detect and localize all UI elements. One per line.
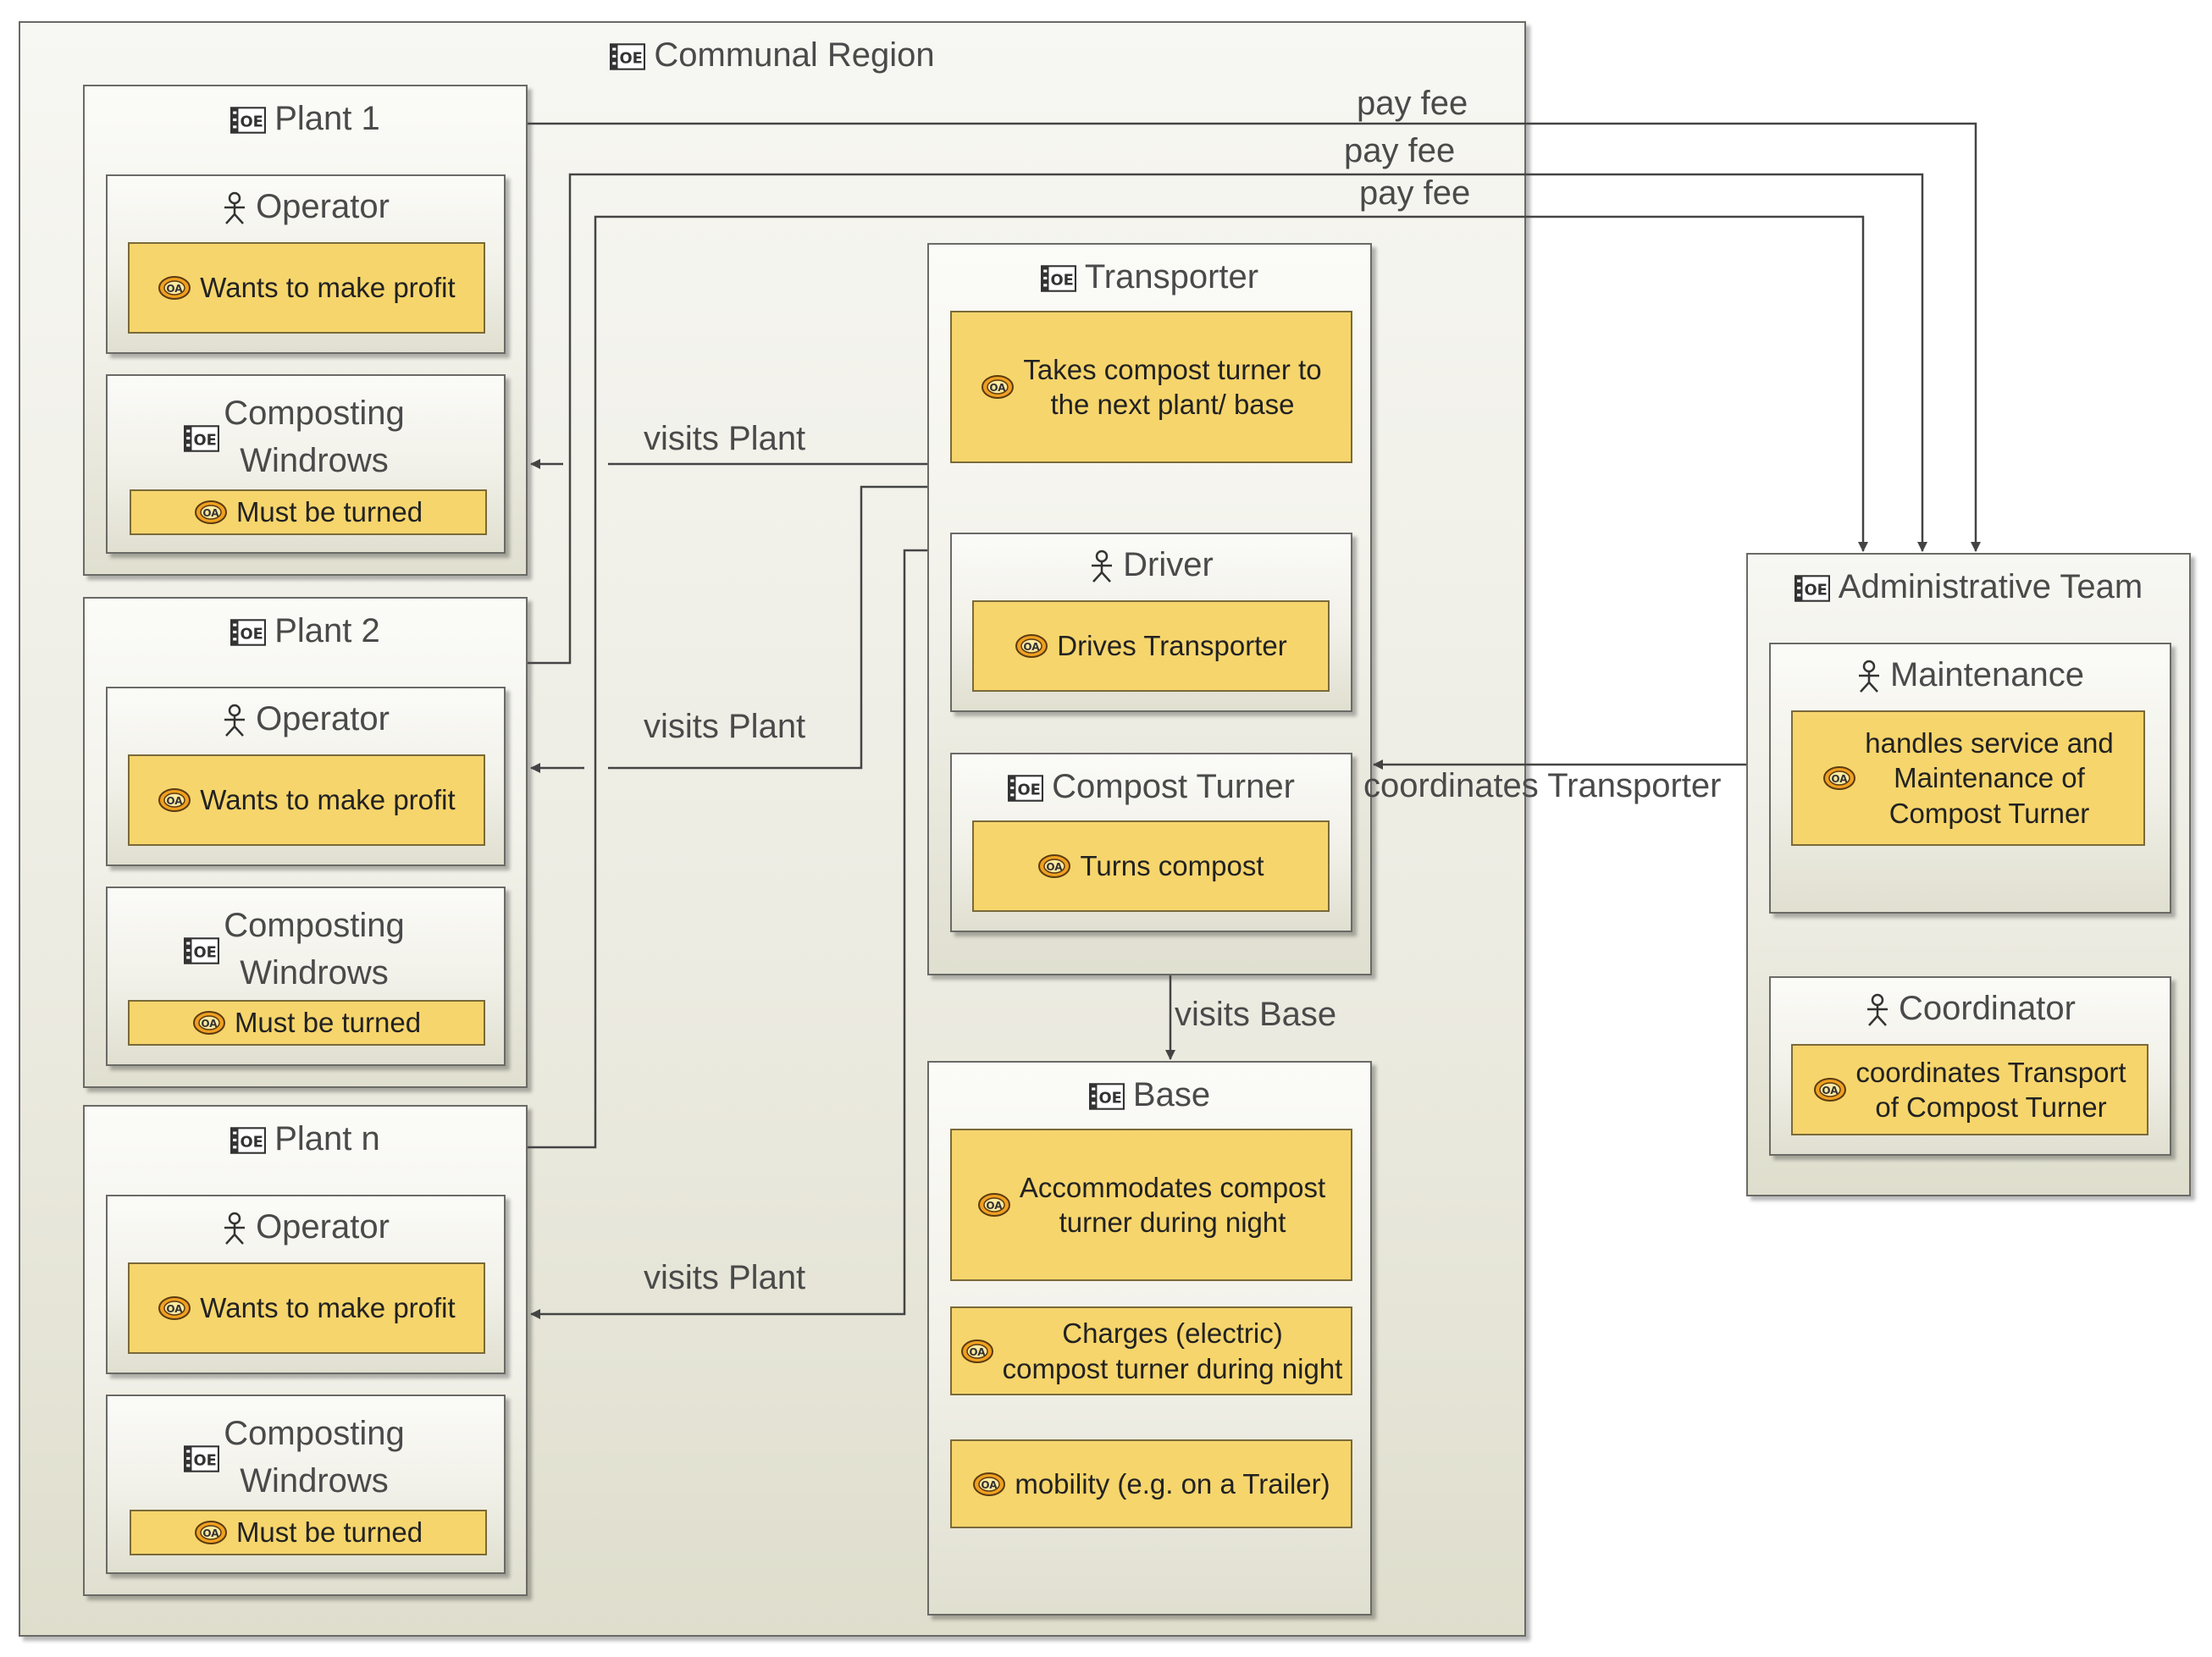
- base[interactable]: Base Accommodates compost turner during …: [927, 1061, 1372, 1616]
- transporter-title: Transporter: [1084, 258, 1259, 295]
- plant-1[interactable]: Plant 1 Operator Wants to make profit Co…: [83, 85, 528, 576]
- base-goal-text: mobility (e.g. on a Trailer): [1015, 1467, 1330, 1500]
- operator-title: Operator: [256, 188, 390, 225]
- operator-title: Operator: [256, 700, 390, 737]
- coordinator[interactable]: Coordinator coordinates Transport of Com…: [1769, 976, 2171, 1156]
- compost-turner-goal[interactable]: Turns compost: [972, 820, 1330, 912]
- windrows-goal[interactable]: Must be turned: [130, 489, 487, 535]
- transporter-goal[interactable]: Takes compost turner to the next plant/ …: [950, 311, 1352, 463]
- maintenance-goal-text: handles service and Maintenance of Compo…: [1865, 727, 2114, 829]
- windrows-title: Composting Windrows: [224, 395, 405, 479]
- transporter-header: Transporter: [929, 258, 1370, 296]
- base-header: Base: [929, 1076, 1370, 1114]
- plant-1-operator[interactable]: Operator Wants to make profit: [106, 174, 506, 354]
- pay-fee-label-1: pay fee: [1357, 85, 1468, 122]
- compost-turner-goal-text: Turns compost: [1080, 850, 1264, 882]
- plant-n[interactable]: Plant n Operator Wants to make profit Co…: [83, 1105, 528, 1596]
- driver[interactable]: Driver Drives Transporter: [950, 533, 1352, 712]
- plant-n-windrows[interactable]: Composting Windrows Must be turned: [106, 1395, 506, 1574]
- driver-title: Driver: [1123, 546, 1214, 583]
- transporter[interactable]: Transporter Takes compost turner to the …: [927, 243, 1372, 975]
- pay-fee-label-2: pay fee: [1344, 132, 1456, 169]
- visits-plant-label-1: visits Plant: [644, 420, 806, 457]
- plant-2-operator[interactable]: Operator Wants to make profit: [106, 687, 506, 866]
- windrows-title: Composting Windrows: [224, 907, 405, 991]
- plant-1-windrows[interactable]: Composting Windrows Must be turned: [106, 374, 506, 554]
- communal-region-title: Communal Region: [654, 36, 935, 74]
- plant-title: Plant 1: [274, 100, 380, 137]
- base-goal-1[interactable]: Accommodates compost turner during night: [950, 1129, 1352, 1281]
- plant-2-windrows[interactable]: Composting Windrows Must be turned: [106, 886, 506, 1066]
- plant-1-header: Plant 1: [85, 100, 526, 138]
- plant-title: Plant n: [274, 1120, 380, 1157]
- plant-n-operator[interactable]: Operator Wants to make profit: [106, 1195, 506, 1374]
- pay-fee-edge-3[interactable]: [528, 215, 1868, 1149]
- windrows-header: Composting Windrows: [175, 1410, 453, 1505]
- administrative-team-header: Administrative Team: [1748, 568, 2189, 606]
- windrows-goal-text: Must be turned: [235, 496, 423, 528]
- operator-goal-text: Wants to make profit: [200, 1292, 456, 1324]
- administrative-team[interactable]: Administrative Team Maintenance handles …: [1746, 553, 2191, 1196]
- coordinator-title: Coordinator: [1898, 990, 2076, 1027]
- pay-fee-edge-1[interactable]: [528, 122, 1981, 552]
- maintenance-goal[interactable]: handles service and Maintenance of Compo…: [1791, 710, 2145, 846]
- base-title: Base: [1132, 1076, 1211, 1113]
- maintenance-header: Maintenance: [1771, 656, 2170, 694]
- plant-n-header: Plant n: [85, 1120, 526, 1158]
- windrows-header: Composting Windrows: [175, 389, 453, 484]
- communal-region-header: Communal Region: [20, 36, 1524, 75]
- operator-goal[interactable]: Wants to make profit: [128, 754, 485, 846]
- visits-base-label: visits Base: [1175, 996, 1337, 1033]
- visits-plant-edge-3[interactable]: [530, 549, 927, 1319]
- coordinator-goal-text: coordinates Transport of Compost Turner: [1855, 1056, 2126, 1123]
- windrows-title: Composting Windrows: [224, 1415, 405, 1500]
- pay-fee-edge-2[interactable]: [528, 173, 1927, 665]
- base-goal-2[interactable]: Charges (electric) compost turner during…: [950, 1306, 1352, 1395]
- operator-goal-text: Wants to make profit: [200, 272, 456, 304]
- coordinator-header: Coordinator: [1771, 990, 2170, 1028]
- windrows-goal-text: Must be turned: [235, 1516, 423, 1549]
- compost-turner-title: Compost Turner: [1052, 768, 1295, 805]
- visits-plant-label-n: visits Plant: [644, 1259, 806, 1296]
- operator-header: Operator: [108, 188, 504, 226]
- base-goal-3[interactable]: mobility (e.g. on a Trailer): [950, 1439, 1352, 1528]
- operator-header: Operator: [108, 700, 504, 738]
- windrows-header: Composting Windrows: [175, 902, 453, 997]
- coordinator-goal[interactable]: coordinates Transport of Compost Turner: [1791, 1044, 2148, 1135]
- administrative-team-title: Administrative Team: [1838, 568, 2143, 605]
- pay-fee-label-3: pay fee: [1359, 174, 1471, 212]
- operator-header: Operator: [108, 1208, 504, 1246]
- operator-title: Operator: [256, 1208, 390, 1246]
- driver-goal-text: Drives Transporter: [1057, 630, 1287, 662]
- plant-title: Plant 2: [274, 612, 380, 649]
- plant-2[interactable]: Plant 2 Operator Wants to make profit Co…: [83, 597, 528, 1088]
- compost-turner-header: Compost Turner: [952, 768, 1351, 806]
- windrows-goal-text: Must be turned: [234, 1007, 422, 1039]
- compost-turner[interactable]: Compost Turner Turns compost: [950, 753, 1352, 932]
- plant-2-header: Plant 2: [85, 612, 526, 650]
- transporter-goal-text: Takes compost turner to the next plant/ …: [1023, 353, 1322, 420]
- operator-goal-text: Wants to make profit: [200, 784, 456, 816]
- base-goal-text: Charges (electric) compost turner during…: [1002, 1317, 1343, 1384]
- windrows-goal[interactable]: Must be turned: [128, 1000, 485, 1046]
- maintenance-title: Maintenance: [1889, 656, 2085, 693]
- operator-goal[interactable]: Wants to make profit: [128, 1262, 485, 1354]
- base-goal-text: Accommodates compost turner during night: [1019, 1171, 1326, 1238]
- windrows-goal[interactable]: Must be turned: [130, 1510, 487, 1555]
- maintenance[interactable]: Maintenance handles service and Maintena…: [1769, 643, 2171, 914]
- operator-goal[interactable]: Wants to make profit: [128, 242, 485, 334]
- driver-header: Driver: [952, 546, 1351, 584]
- coordinates-transporter-label: coordinates Transporter: [1363, 767, 1722, 804]
- driver-goal[interactable]: Drives Transporter: [972, 600, 1330, 692]
- visits-plant-edge-2[interactable]: [608, 485, 927, 770]
- visits-plant-label-2: visits Plant: [644, 708, 806, 745]
